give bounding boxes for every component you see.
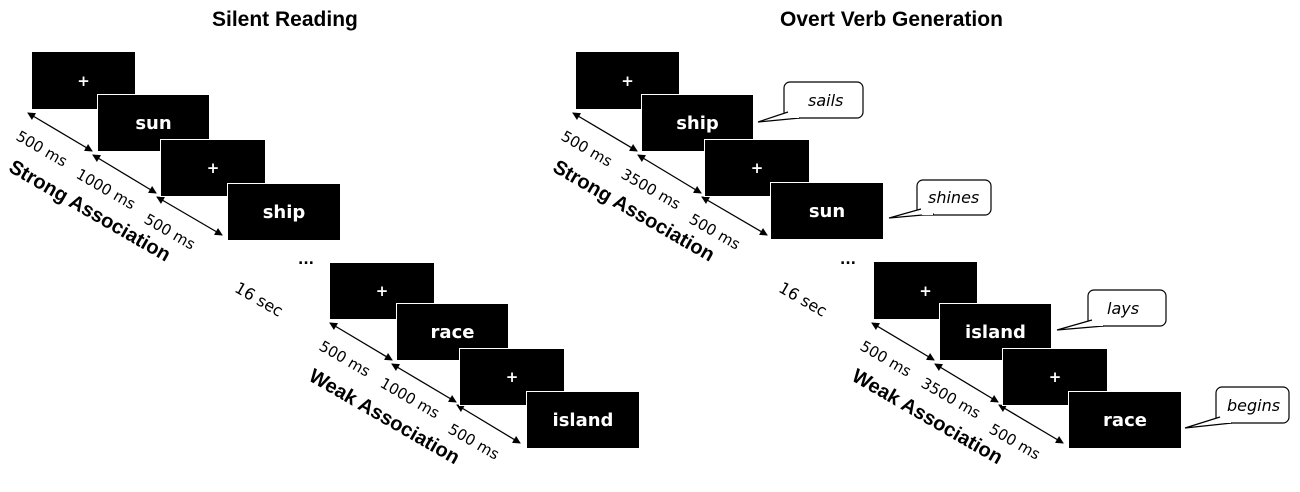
overt-ellipsis: ... xyxy=(840,252,856,268)
overt-strong-word-2: sun xyxy=(770,182,884,240)
arrow-overt-weak-1 xyxy=(871,322,935,361)
arrow-silent-weak-3 xyxy=(456,404,521,444)
overt-strong-fixation-1: + xyxy=(575,51,680,110)
fixation-cross: + xyxy=(750,159,764,177)
stimulus-word: ship xyxy=(676,112,719,134)
overt-weak-word-2: race xyxy=(1068,391,1182,449)
silent-ellipsis: ... xyxy=(298,252,314,268)
fixation-cross: + xyxy=(206,159,220,177)
silent-weak-fixation-1: + xyxy=(329,262,435,320)
arrow-overt-strong-1 xyxy=(572,112,638,152)
speech-bubble-shines: shines xyxy=(888,179,992,219)
fixation-cross: + xyxy=(375,282,389,300)
response-shines: shines xyxy=(928,188,979,207)
stimulus-word: race xyxy=(1103,409,1147,431)
response-sails: sails xyxy=(808,91,843,110)
overt-weak-fixation-2: + xyxy=(1002,348,1108,406)
stimulus-word: sun xyxy=(808,200,846,222)
response-lays: lays xyxy=(1107,299,1139,318)
stimulus-word: ship xyxy=(262,201,306,223)
arrow-silent-weak-2 xyxy=(391,363,457,403)
stimulus-word: island xyxy=(552,409,614,431)
stimulus-word: race xyxy=(430,321,475,343)
fixation-cross: + xyxy=(919,281,932,300)
fixation-cross: + xyxy=(77,71,90,90)
arrow-overt-strong-2 xyxy=(637,154,702,194)
speech-bubble-lays: lays xyxy=(1056,289,1167,331)
silent-reading-title: Silent Reading xyxy=(212,8,358,31)
fixation-cross: + xyxy=(621,71,634,90)
arrow-overt-weak-2 xyxy=(934,363,999,403)
arrow-silent-strong-1 xyxy=(27,112,93,152)
arrow-overt-weak-3 xyxy=(998,404,1064,444)
silent-weak-word-2: island xyxy=(526,391,640,449)
fixation-cross: + xyxy=(1048,368,1062,386)
stimulus-word: sun xyxy=(135,112,172,134)
arrow-silent-weak-1 xyxy=(329,322,393,361)
fixation-cross: + xyxy=(505,368,519,386)
arrow-silent-strong-3 xyxy=(156,196,223,236)
arrow-overt-strong-3 xyxy=(701,196,768,236)
speech-bubble-begins: begins xyxy=(1184,386,1290,429)
silent-strong-word-2: ship xyxy=(227,183,341,241)
speech-bubble-sails: sails xyxy=(757,81,864,123)
stimulus-word: island xyxy=(965,321,1026,343)
arrow-silent-strong-2 xyxy=(92,154,157,194)
overt-verb-generation-title: Overt Verb Generation xyxy=(780,8,1003,31)
response-begins: begins xyxy=(1227,396,1280,415)
silent-weak-word-1: race xyxy=(396,303,509,361)
